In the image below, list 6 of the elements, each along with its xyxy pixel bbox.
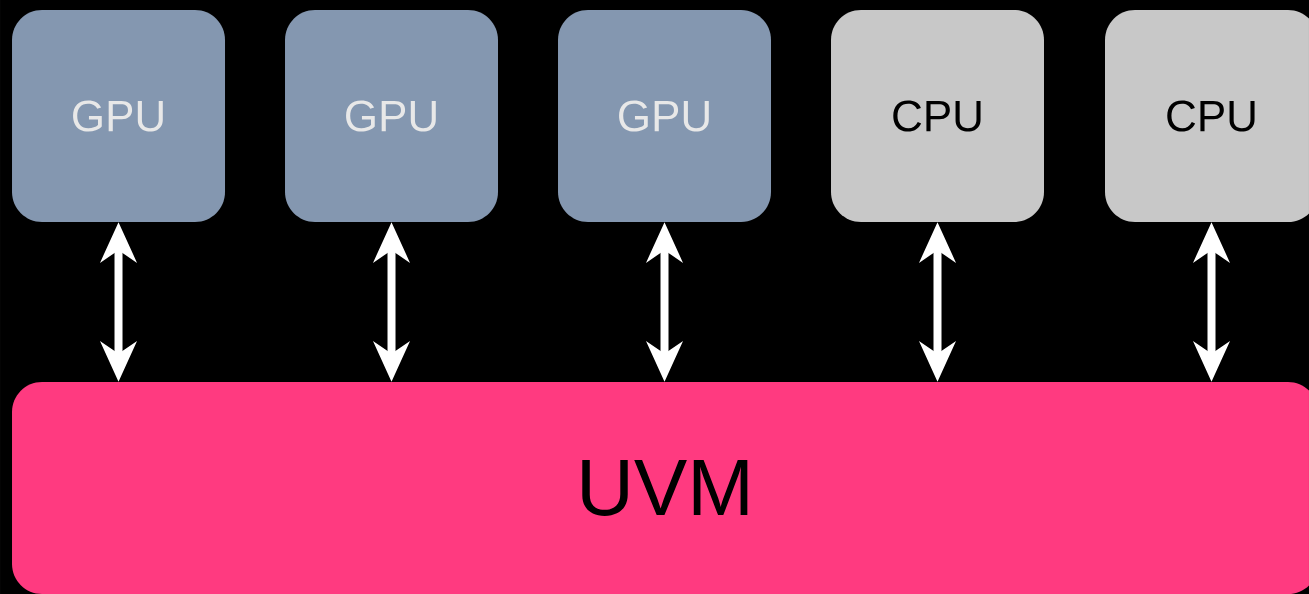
- processor-box: GPU: [558, 10, 771, 222]
- processor-box: GPU: [285, 10, 498, 222]
- processor-box: CPU: [1105, 10, 1309, 222]
- processor-box: CPU: [831, 10, 1044, 222]
- processor-box: GPU: [12, 10, 225, 222]
- memory-bar: UVM: [12, 382, 1309, 594]
